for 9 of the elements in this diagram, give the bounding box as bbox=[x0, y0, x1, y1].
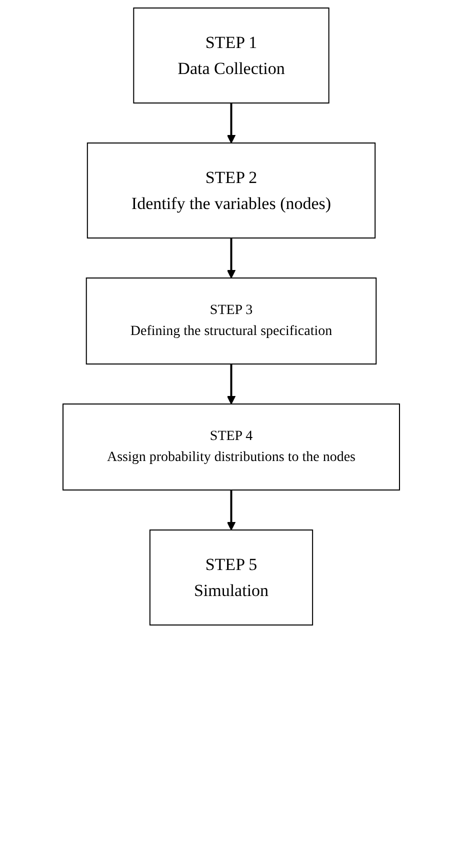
node-box: STEP 1 Data Collection bbox=[132, 8, 330, 104]
node-box: STEP 2 Identify the variables (nodes) bbox=[86, 142, 376, 238]
node-box: STEP 4 Assign probability distributions to the nodes bbox=[62, 404, 400, 490]
node-box: STEP 3 Defining the structural specification bbox=[86, 278, 376, 364]
arrow bbox=[226, 490, 236, 530]
arrow bbox=[226, 364, 236, 404]
arrow bbox=[226, 238, 236, 278]
arrow bbox=[226, 103, 236, 144]
node-box: STEP 5 Simulation bbox=[149, 530, 313, 626]
